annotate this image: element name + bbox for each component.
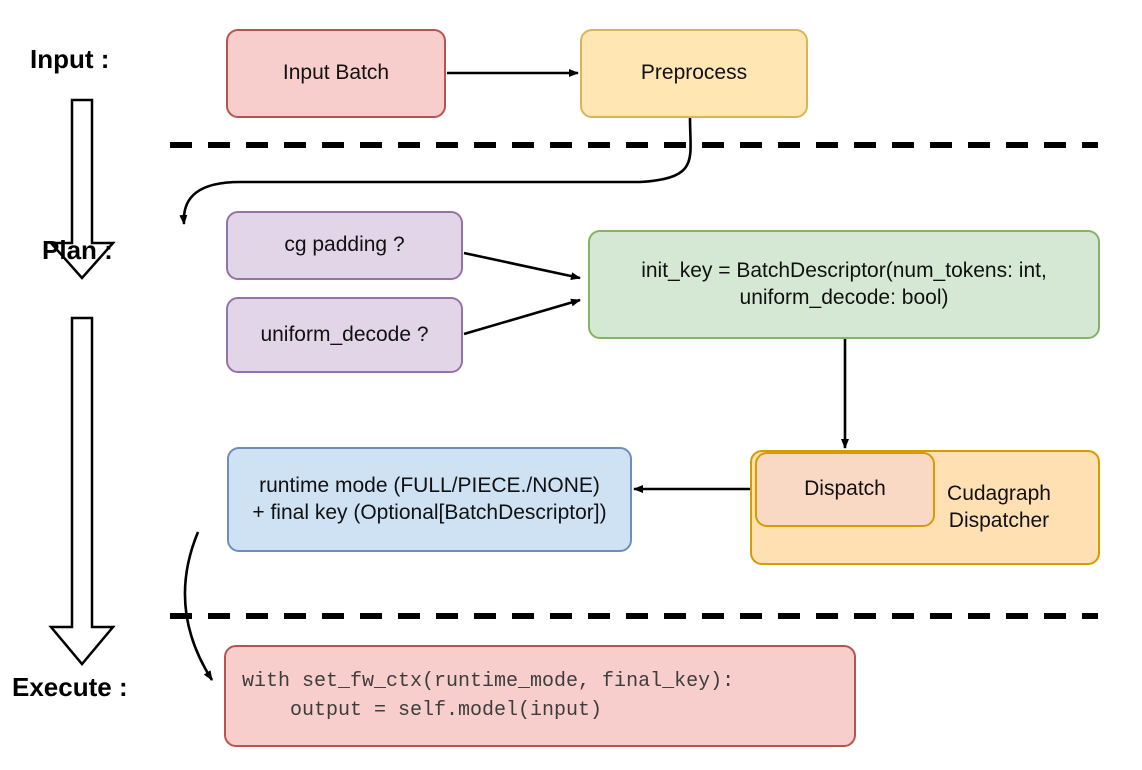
node-input-batch-label: Input Batch (282, 61, 390, 85)
node-init-key[interactable]: init_key = BatchDescriptor(num_tokens: i… (588, 230, 1100, 339)
node-init-key-line-2: uniform_decode: bool) (739, 285, 949, 309)
node-preprocess[interactable]: Preprocess (580, 29, 808, 118)
node-cg-padding[interactable]: cg padding ? (226, 211, 463, 280)
node-execute-code-line-2: output = self.model(input) (242, 699, 603, 722)
edge-preprocess-to-cg-padding (179, 117, 692, 225)
node-dispatch-label: Dispatch (804, 477, 886, 501)
node-uniform-decode-label: uniform_decode ? (260, 322, 429, 346)
node-init-key-line-1: init_key = BatchDescriptor(num_tokens: i… (641, 258, 1047, 282)
stage-label-input: Input : (30, 44, 110, 74)
edge-cg-padding-to-init-key (463, 251, 581, 281)
node-runtime-mode-line-2: + final key (Optional[BatchDescriptor]) (252, 500, 607, 524)
node-input-batch[interactable]: Input Batch (226, 29, 446, 118)
node-runtime-mode-line-1: runtime mode (FULL/PIECE./NONE) (259, 473, 600, 497)
node-execute-code-line-1: with set_fw_ctx(runtime_mode, final_key)… (242, 670, 735, 693)
plan-to-execute-block-arrow (48, 316, 116, 666)
node-preprocess-label: Preprocess (640, 61, 748, 85)
edge-runtime-mode-to-execute-code (183, 531, 214, 681)
node-execute-code[interactable]: with set_fw_ctx(runtime_mode, final_key)… (224, 645, 856, 747)
node-cg-padding-label: cg padding ? (284, 233, 405, 257)
node-runtime-mode[interactable]: runtime mode (FULL/PIECE./NONE) + final … (227, 447, 632, 552)
node-uniform-decode[interactable]: uniform_decode ? (226, 297, 463, 373)
node-cudagraph-dispatcher-label-line-1: Cudagraph (947, 481, 1051, 505)
stage-label-execute: Execute : (12, 672, 128, 702)
edge-uniform-decode-to-init-key (463, 298, 581, 336)
stage-label-plan: Plan : (42, 235, 113, 265)
node-cudagraph-dispatcher-label-line-2: Dispatcher (948, 508, 1050, 532)
node-dispatch[interactable]: Dispatch (755, 452, 935, 527)
